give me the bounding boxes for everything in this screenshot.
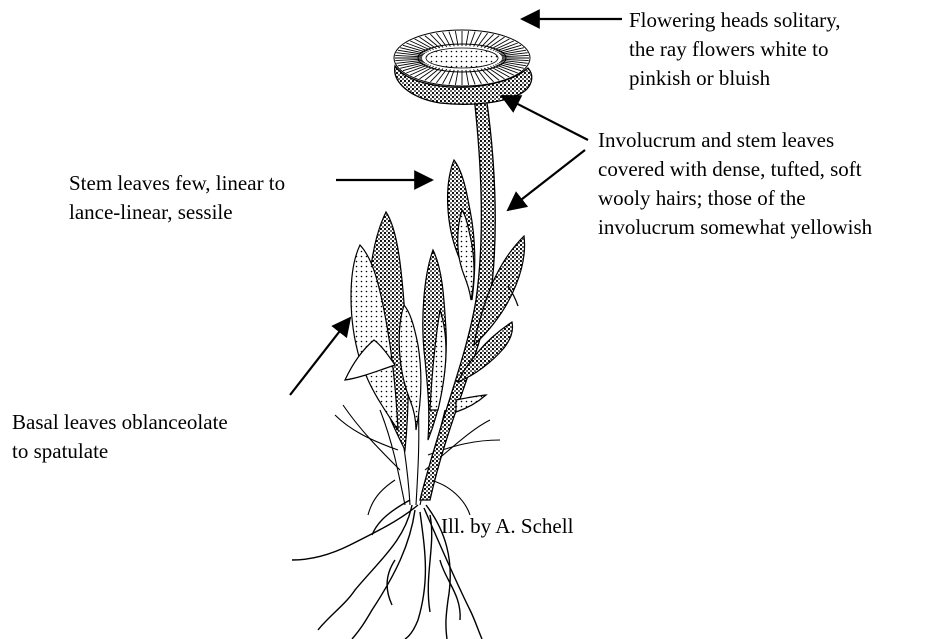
annotation-line: Stem leaves few, linear to	[69, 169, 285, 198]
basal-leaves	[345, 212, 446, 450]
annotation-line: to spatulate	[12, 437, 228, 466]
annotation-line: covered with dense, tufted, soft	[598, 155, 872, 184]
arrow-basal-leaves	[290, 318, 350, 395]
flowering-heads-annotation: Flowering heads solitary, the ray flower…	[629, 6, 841, 93]
basal-leaves-annotation: Basal leaves oblanceolate to spatulate	[12, 408, 228, 466]
involucrum-annotation: Involucrum and stem leaves covered with …	[598, 126, 872, 242]
disc-center	[426, 48, 498, 68]
illustrator-credit: Ill. by A. Schell	[441, 512, 573, 541]
annotation-line: Basal leaves oblanceolate	[12, 408, 228, 437]
annotation-line: involucrum somewhat yellowish	[598, 213, 872, 242]
arrow-involucrum-to-head	[502, 96, 588, 140]
annotation-line: Flowering heads solitary,	[629, 6, 841, 35]
stem-leaves-annotation: Stem leaves few, linear to lance-linear,…	[69, 169, 285, 227]
annotation-line: lance-linear, sessile	[69, 198, 285, 227]
annotation-line: wooly hairs; those of the	[598, 184, 872, 213]
annotation-line: the ray flowers white to	[629, 35, 841, 64]
annotation-line: Involucrum and stem leaves	[598, 126, 872, 155]
annotation-line: pinkish or bluish	[629, 64, 841, 93]
arrow-involucrum-to-stem	[508, 150, 585, 210]
